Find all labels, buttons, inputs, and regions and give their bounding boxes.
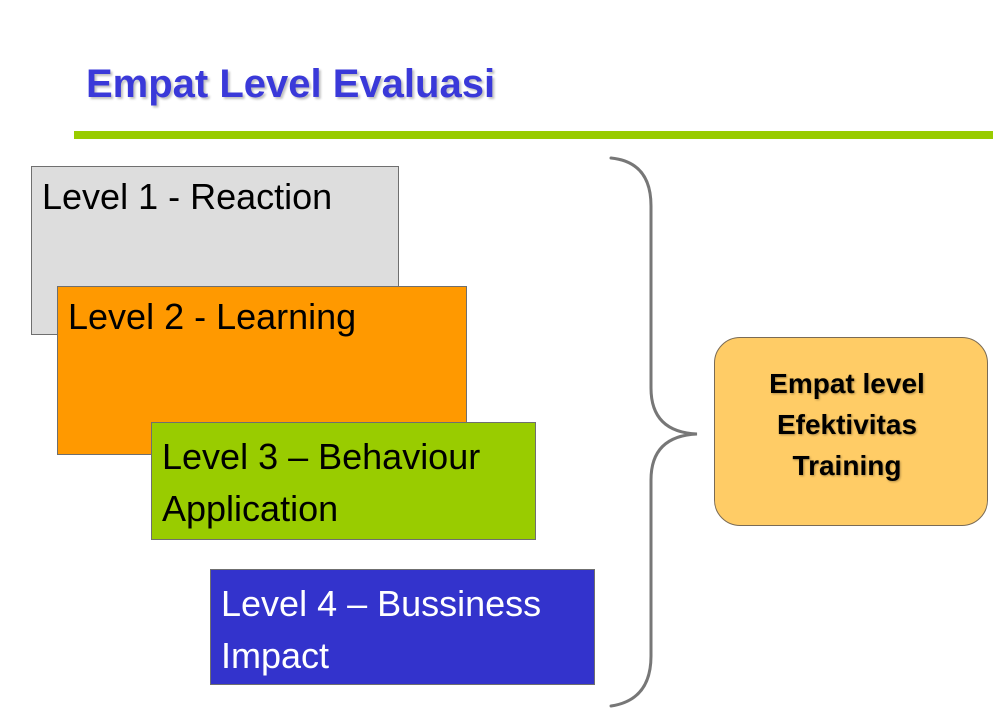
summary-line-1: Empat level (769, 368, 925, 399)
summary-line-3: Training (792, 450, 902, 481)
level-4-label-line-2: Impact (221, 635, 330, 676)
level-1-label: Level 1 - Reaction (42, 176, 333, 217)
level-4-box: Level 4 – Bussiness Impact (210, 569, 595, 685)
level-4-label-line-1: Level 4 – Bussiness (221, 583, 542, 624)
level-3-label-line-1: Level 3 – Behaviour (162, 436, 481, 477)
summary-line-2: Efektivitas (776, 409, 918, 440)
right-curly-brace (609, 156, 698, 708)
level-3-label-line-2: Application (162, 488, 339, 529)
level-3-box: Level 3 – Behaviour Application (151, 422, 536, 540)
slide-title: Empat Level Evaluasi (86, 62, 496, 106)
summary-box: Empat level Efektivitas Training (714, 337, 988, 526)
title-underline (74, 131, 993, 139)
level-2-label: Level 2 - Learning (68, 296, 357, 337)
